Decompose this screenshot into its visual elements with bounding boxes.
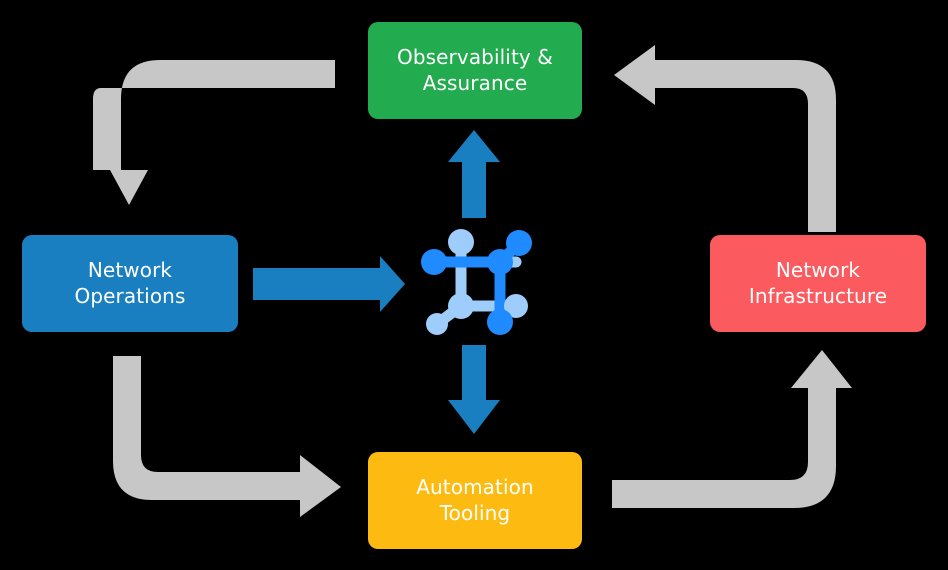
node-observability-assurance[interactable]: Observability & Assurance <box>368 22 582 119</box>
arrow-automation-to-infrastructure <box>612 350 852 508</box>
node-label-automation: Automation Tooling <box>416 474 534 525</box>
node-network-operations[interactable]: Network Operations <box>22 235 238 332</box>
arrow-operations-to-automation <box>113 356 341 517</box>
arrow-operations-to-center <box>253 256 405 312</box>
arrow-observability-to-operations <box>93 60 335 205</box>
node-label-observability: Observability & Assurance <box>397 44 553 95</box>
arrow-center-to-observability <box>448 130 500 218</box>
node-network-infrastructure[interactable]: Network Infrastructure <box>710 235 926 332</box>
network-topology-icon <box>421 229 532 335</box>
node-label-operations: Network Operations <box>74 257 186 308</box>
arrow-infrastructure-to-observability <box>614 45 836 232</box>
node-automation-tooling[interactable]: Automation Tooling <box>368 452 582 549</box>
arrow-center-to-automation <box>448 345 500 434</box>
node-label-infrastructure: Network Infrastructure <box>748 257 888 308</box>
